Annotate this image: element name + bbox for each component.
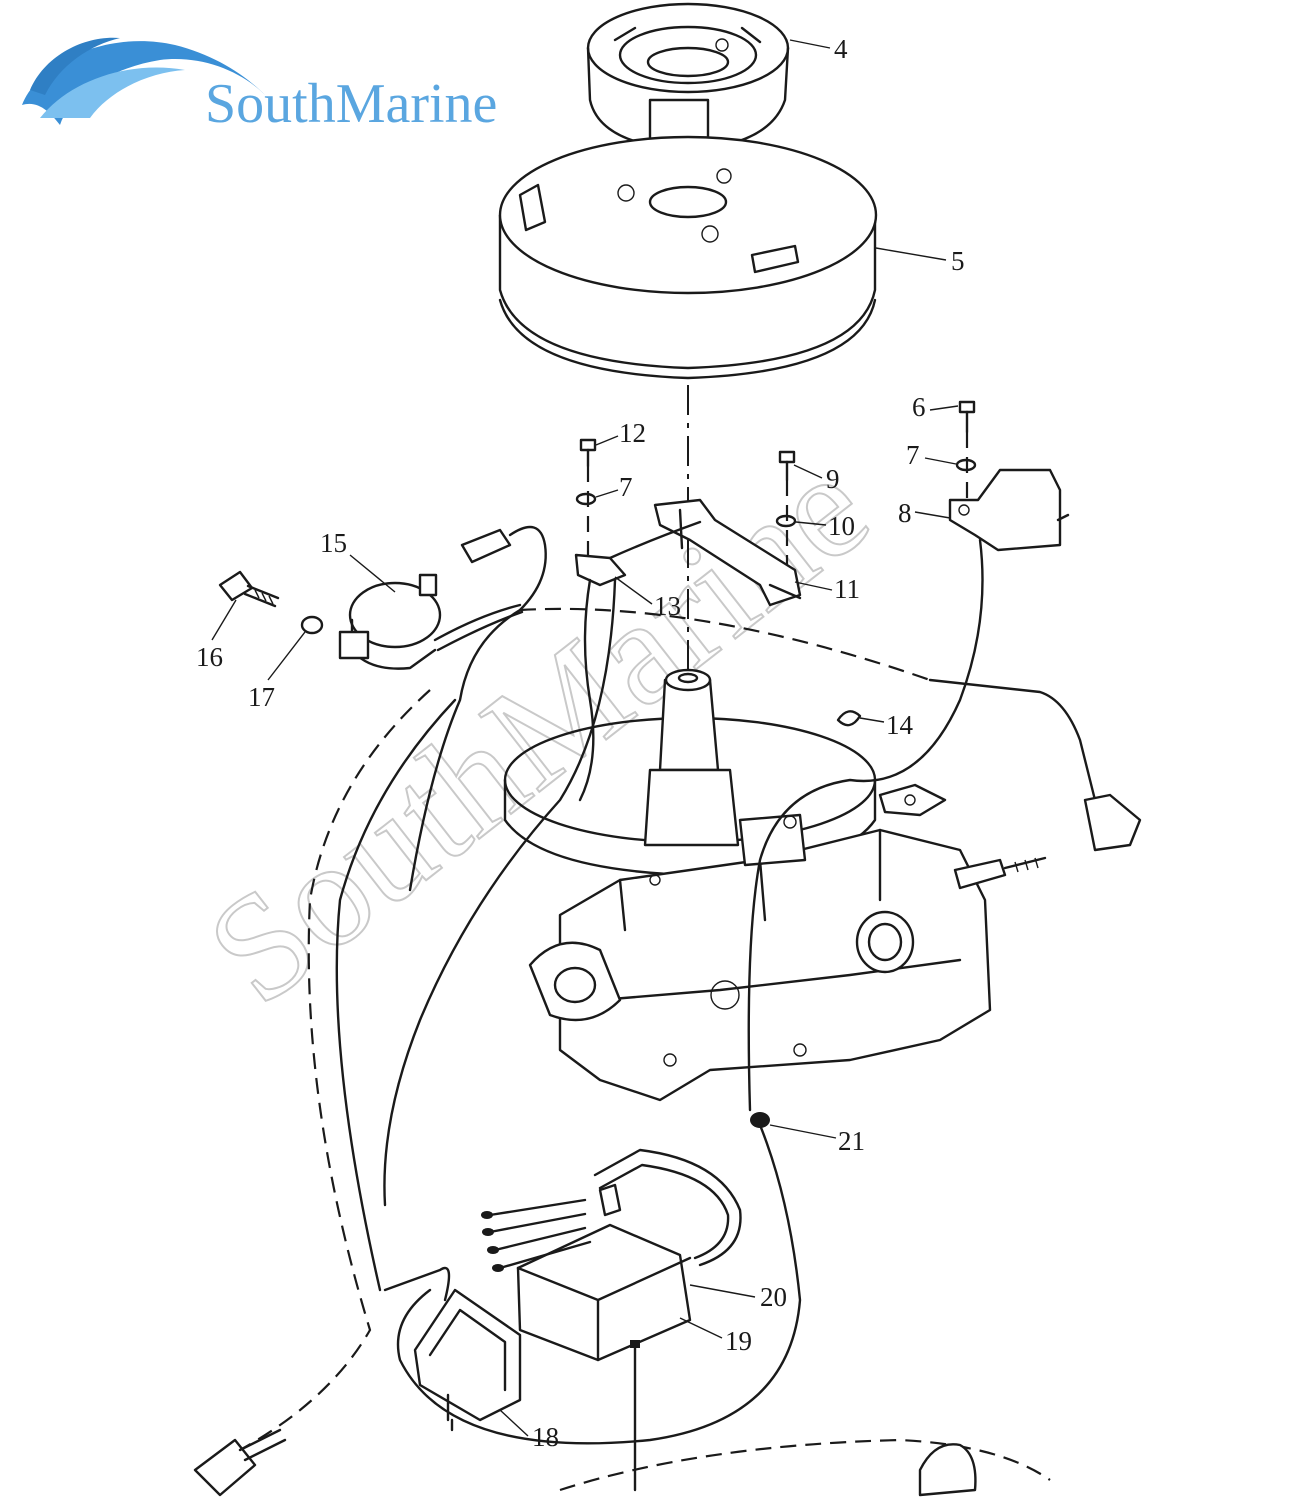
part-5-flywheel [498,135,878,380]
leader-lines [211,39,959,1437]
part-10-washer [775,514,797,528]
callout-10: 10 [828,511,855,541]
callout-21: 21 [838,1126,865,1156]
callout-13: 13 [654,591,681,621]
callout-14: 14 [886,710,914,740]
wire-terminals [383,1198,592,1302]
callout-18: 18 [532,1422,559,1452]
part-20-strap [593,1148,742,1267]
part-8-coil-bracket [948,468,1070,552]
part-13-clamp [574,520,702,587]
southmarine-logo: SouthMarine [22,37,497,135]
part-14-key [836,710,862,727]
callout-20: 20 [760,1282,787,1312]
part-16-bolt [218,570,280,608]
callout-4: 4 [834,34,848,64]
callout-5: 5 [951,246,965,276]
part-4-flywheel-cup [586,2,790,170]
logo-wave-icon [22,41,265,126]
part-18-bracket [413,1288,522,1432]
callout-9: 9 [826,464,840,494]
callout-16: 16 [196,642,223,672]
part-15-stop-switch [338,573,524,670]
callout-15: 15 [320,528,347,558]
part-21-grommet [750,1112,770,1128]
part-19-cdi-box [516,1223,692,1492]
part-12-screw [579,438,597,560]
part-7-washer-left [575,492,597,506]
callout-labels: 4 5 6 7 8 12 7 9 10 11 13 15 16 17 14 21… [196,34,965,1452]
callout-7-right: 7 [906,440,920,470]
lower-housing [918,1443,977,1497]
part-7-washer-right [955,458,977,472]
callout-7-left: 7 [619,472,633,502]
part-17-washer [300,615,324,635]
part-15-connector [460,525,547,612]
callout-19: 19 [725,1326,752,1356]
callout-17: 17 [248,682,275,712]
part-9-screw [778,450,796,575]
callout-8: 8 [898,498,912,528]
brand-name: SouthMarine [205,73,497,135]
temp-sensor [193,1428,287,1497]
callout-6: 6 [912,392,926,422]
part-6-screw [958,400,976,500]
wiring-harness [239,538,1142,1492]
callout-12: 12 [619,418,646,448]
engine-block [503,668,1047,1102]
callout-11: 11 [834,574,860,604]
